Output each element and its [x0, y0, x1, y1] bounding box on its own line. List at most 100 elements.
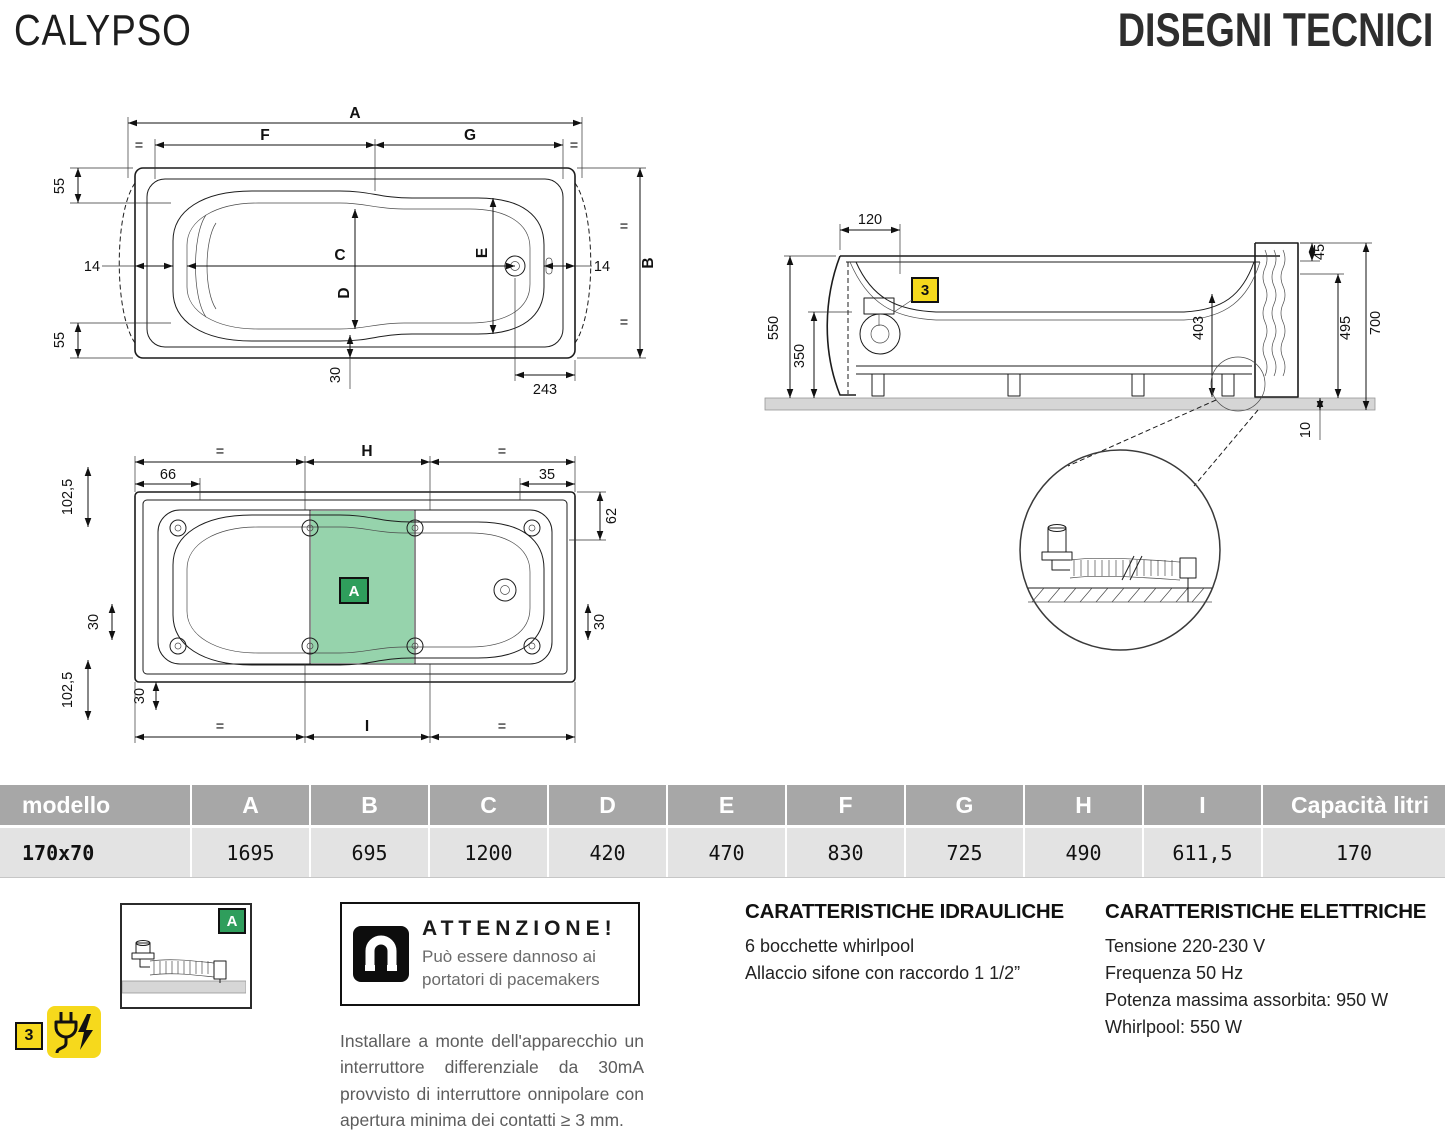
callout-3-label: 3: [921, 282, 929, 299]
dim-102-bottom: 102,5: [60, 672, 76, 708]
plan-view-drawing: A F G = = 55 55 14 14 C D E B =: [52, 105, 657, 398]
electric-item: Tensione 220-230 V: [1105, 936, 1266, 956]
dim-550: 550: [766, 316, 782, 340]
cell-d: 420: [549, 828, 666, 877]
dim-102-top: 102,5: [60, 479, 76, 515]
frame-view-drawing: A = H = 66 35 62 102,5 102,5 30 30 30: [60, 443, 620, 743]
callout-3-badge: [911, 277, 939, 303]
electric-callout-badge: 3: [15, 1022, 43, 1050]
electric-section: CARATTERISTICHE ELETTRICHE Tensione 220-…: [1105, 900, 1440, 1041]
hydraulic-item: Allaccio sifone con raccordo 1 1/2”: [745, 963, 1021, 983]
equal-mark: =: [498, 719, 506, 735]
dim-14-right: 14: [594, 259, 610, 275]
dim-120: 120: [858, 212, 882, 228]
cell-h: 490: [1025, 828, 1142, 877]
spec-table: modello A B C D E F G H I Capacità litri…: [0, 785, 1445, 878]
area-a-badge: [339, 577, 369, 604]
dim-a: A: [349, 105, 360, 122]
equal-mark: =: [216, 719, 224, 735]
equal-mark: =: [498, 444, 506, 460]
floor-band: [764, 397, 1376, 411]
side-tub-profile: 3: [826, 242, 1299, 398]
dim-30-right: 30: [592, 614, 608, 630]
dim-f: F: [260, 127, 269, 144]
equal-mark: =: [135, 138, 143, 154]
siphon-mini-drawing: [121, 940, 247, 994]
plan-dimensions: A F G = = 55 55 14 14 C D E B =: [52, 105, 657, 398]
equal-mark: =: [620, 315, 628, 331]
equal-mark: =: [570, 138, 578, 154]
col-header-f: F: [787, 785, 904, 825]
dim-30-left: 30: [86, 614, 102, 630]
install-note: Installare a monte dell'apparecchio un i…: [340, 1031, 644, 1130]
plug-lightning-icon: [54, 1012, 93, 1054]
cell-g: 725: [906, 828, 1023, 877]
col-header-c: C: [430, 785, 547, 825]
page-title: CALYPSO: [14, 6, 192, 55]
frame-tub: A: [134, 491, 576, 683]
dim-243: 243: [533, 382, 557, 398]
electric-connection-icon-box: [47, 1006, 101, 1058]
frame-feet: [169, 519, 541, 655]
hydraulic-item: 6 bocchette whirlpool: [745, 936, 915, 956]
side-view-drawing: 3 120 550 350 403 45 495 700 10: [764, 212, 1384, 651]
dim-h: H: [361, 443, 372, 460]
area-a-badge-label: A: [349, 583, 360, 600]
dim-700: 700: [1368, 311, 1384, 335]
col-header-d: D: [549, 785, 666, 825]
dim-b: B: [640, 257, 657, 268]
electric-item: Whirlpool: 550 W: [1105, 1017, 1243, 1037]
attention-line-2: portatori di pacemakers: [422, 969, 600, 989]
magnet-warning-icon: [353, 926, 409, 982]
hydraulic-section: CARATTERISTICHE IDRAULICHE 6 bocchette w…: [745, 900, 1085, 987]
dim-35: 35: [539, 467, 555, 483]
dim-30-bottom: 30: [132, 688, 148, 704]
cell-e: 470: [668, 828, 785, 877]
col-header-h: H: [1025, 785, 1142, 825]
frame-dimensions: = H = 66 35 62 102,5 102,5 30 30 30 = I …: [60, 443, 620, 743]
dim-g: G: [464, 127, 476, 144]
cell-c: 1200: [430, 828, 547, 877]
page-subtitle: DISEGNI TECNICI: [1117, 3, 1433, 56]
siphon-a-badge: A: [218, 908, 246, 934]
dim-55-top: 55: [52, 178, 68, 194]
cell-capacita: 170: [1263, 828, 1445, 877]
dim-d: D: [336, 287, 353, 298]
cell-i: 611,5: [1144, 828, 1261, 877]
dim-10: 10: [1298, 422, 1314, 438]
col-header-g: G: [906, 785, 1023, 825]
cell-modello: 170x70: [0, 828, 190, 877]
dim-e: E: [474, 248, 491, 258]
attention-title: ATTENZIONE!: [422, 917, 617, 941]
col-header-i: I: [1144, 785, 1261, 825]
dim-c: C: [334, 247, 345, 264]
dim-14-left: 14: [84, 259, 100, 275]
cell-a: 1695: [192, 828, 309, 877]
dim-30-bottom: 30: [328, 367, 344, 383]
dim-45: 45: [1312, 244, 1328, 260]
col-header-e: E: [668, 785, 785, 825]
drain-detail: [1019, 356, 1266, 651]
dim-55-bottom: 55: [52, 332, 68, 348]
side-dimensions: 120 550 350 403 45 495 700 10: [766, 212, 1384, 440]
cell-b: 695: [311, 828, 428, 877]
equal-mark: =: [620, 219, 628, 235]
attention-box: ATTENZIONE! Può essere dannoso ai portat…: [340, 902, 640, 1006]
pump-unit: [859, 313, 901, 355]
electric-item: Potenza massima assorbita: 950 W: [1105, 990, 1389, 1010]
table-header-row: modello A B C D E F G H I Capacità litri: [0, 785, 1445, 825]
siphon-legend-box: A: [120, 903, 252, 1009]
col-header-modello: modello: [0, 785, 190, 825]
equal-mark: =: [216, 444, 224, 460]
dim-62: 62: [604, 508, 620, 524]
dim-66: 66: [160, 467, 176, 483]
dim-350: 350: [792, 344, 808, 368]
electric-item: Frequenza 50 Hz: [1105, 963, 1244, 983]
col-header-capacita: Capacità litri: [1263, 785, 1445, 825]
support-frame: [157, 509, 553, 665]
attention-line-1: Può essere dannoso ai: [422, 947, 596, 967]
table-data-row: 170x70 1695 695 1200 420 470 830 725 490…: [0, 828, 1445, 878]
dim-403: 403: [1191, 316, 1207, 340]
dim-495: 495: [1338, 316, 1354, 340]
cell-f: 830: [787, 828, 904, 877]
